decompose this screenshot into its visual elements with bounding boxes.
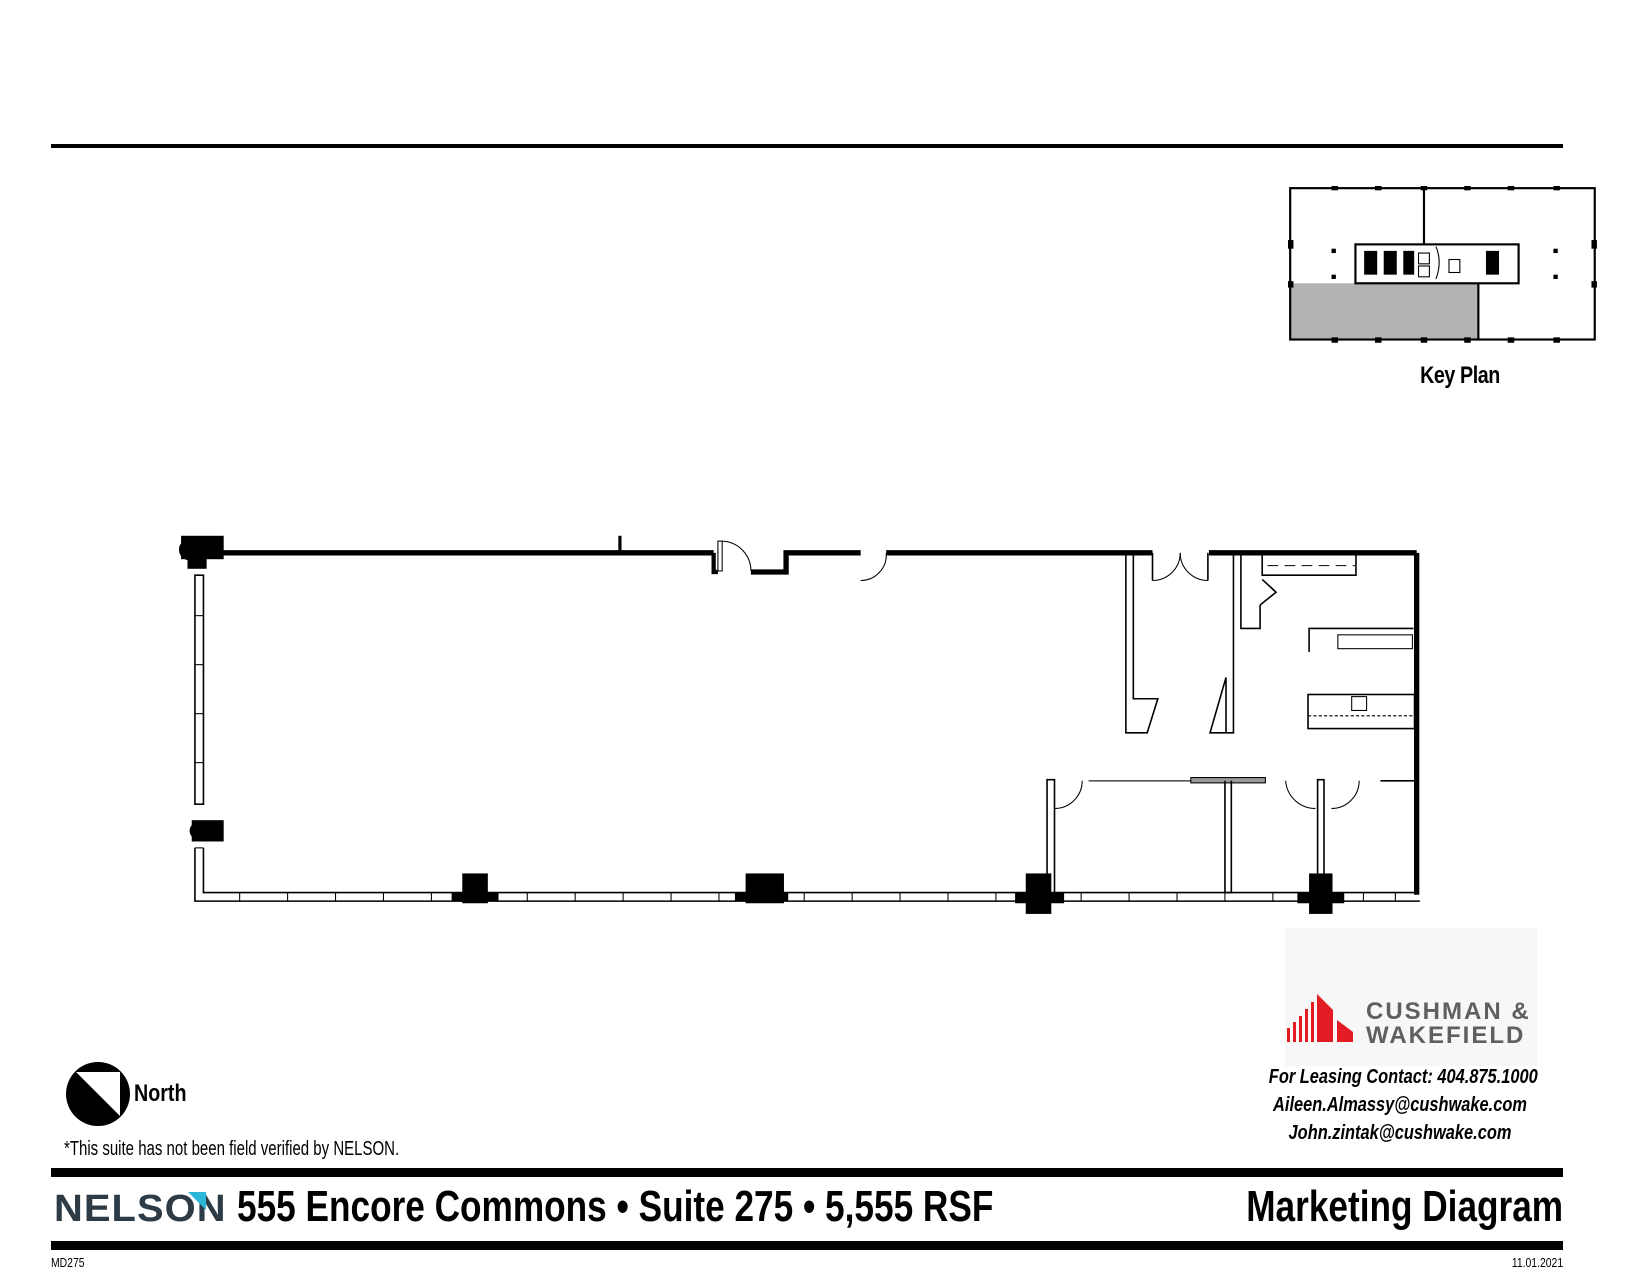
key-plan-label: Key Plan <box>1420 362 1500 389</box>
header-divider <box>51 144 1563 148</box>
north-label: North <box>134 1080 187 1107</box>
footer-divider-top <box>51 1168 1563 1177</box>
key-plan-diagram <box>1288 186 1597 343</box>
contact-email-1[interactable]: Aileen.Almassy@cushwake.com <box>1273 1094 1527 1116</box>
cushman-wakefield-logo-icon <box>1287 994 1353 1042</box>
document-code: MD275 <box>51 1255 85 1270</box>
document-title: 555 Encore Commons • Suite 275 • 5,555 R… <box>237 1182 994 1231</box>
broker-name-line2: WAKEFIELD <box>1366 1022 1526 1049</box>
document-date: 11.01.2021 <box>1511 1255 1563 1270</box>
broker-name-line1: CUSHMAN & <box>1366 998 1531 1025</box>
leasing-contact: For Leasing Contact: 404.875.1000 Aileen… <box>1240 1063 1560 1147</box>
nelson-accent-icon <box>188 1192 206 1210</box>
broker-name: CUSHMAN & WAKEFIELD <box>1366 1000 1531 1048</box>
disclaimer-note: *This suite has not been field verified … <box>64 1138 400 1160</box>
contact-phone: For Leasing Contact: 404.875.1000 <box>1268 1066 1538 1088</box>
broker-logo-panel <box>1285 928 1537 1066</box>
document-type: Marketing Diagram <box>1246 1182 1563 1231</box>
key-plan-suite-highlight <box>1290 283 1479 340</box>
contact-email-2[interactable]: John.zintak@cushwake.com <box>1288 1122 1512 1144</box>
footer-divider-bottom <box>51 1241 1563 1250</box>
north-arrow-icon <box>66 1062 130 1126</box>
